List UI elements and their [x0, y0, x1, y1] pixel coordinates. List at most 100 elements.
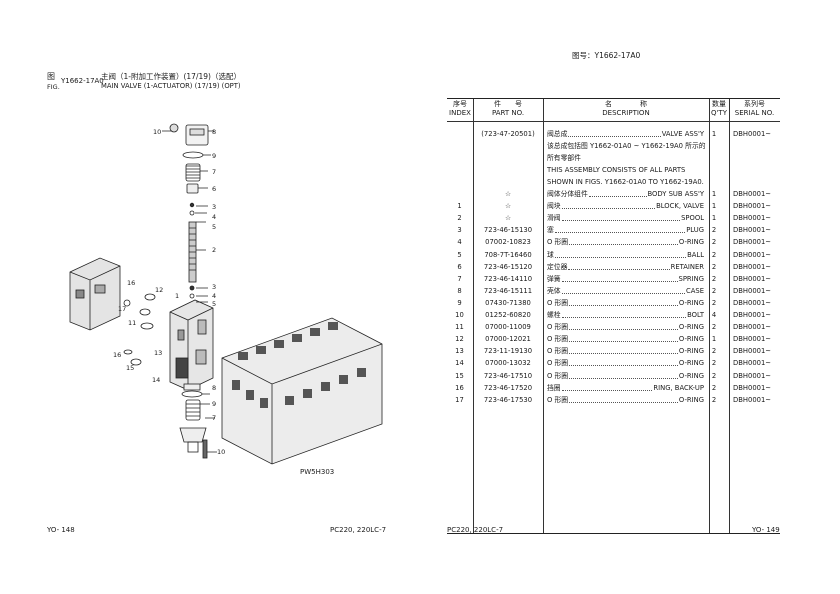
desc-en: RING, BACK-UP — [653, 383, 704, 392]
callout-2: 2 — [212, 246, 217, 254]
part-number: 723-46-17510 — [483, 371, 533, 380]
callout-6: 6 — [212, 185, 217, 193]
serial-number: DBH0001~ — [733, 274, 772, 283]
callout-8-bottom: 8 — [212, 384, 217, 392]
desc-en: BALL — [687, 250, 704, 259]
assembly-note-en-2: SHOWN IN FIGS. Y1662-01A0 TO Y1662-19A0. — [547, 178, 704, 186]
row-index: 4 — [457, 238, 462, 247]
callout-10-bottom: 10 — [217, 448, 226, 456]
quantity: 2 — [711, 238, 717, 247]
desc-en: O-RING — [678, 323, 704, 332]
part-number: ☆ — [504, 190, 512, 198]
part-number: 07430-71380 — [485, 298, 531, 307]
desc-en: O-RING — [678, 298, 704, 307]
parts-table: 序号 INDEX 件 号 PART NO. 名 称 DESCRIPTION 数量… — [447, 98, 780, 534]
row-index: 13 — [455, 347, 464, 356]
quantity: 2 — [711, 298, 717, 307]
desc-en: CASE — [685, 286, 704, 295]
row-index: 1 — [457, 202, 462, 211]
bolt-part — [169, 123, 179, 133]
desc-en: BOLT — [687, 311, 704, 319]
row-index: 2 — [457, 214, 462, 223]
desc-en: O-RING — [678, 371, 704, 380]
row-index: 3 — [457, 226, 462, 235]
quantity: 2 — [711, 250, 717, 259]
fig-label-en: FIG. — [47, 83, 60, 91]
spring-part — [186, 165, 200, 179]
footer-model-right: PC220, 220LC-7 — [447, 526, 504, 534]
desc-en: O-RING — [678, 335, 704, 344]
quantity: 1 — [711, 202, 717, 211]
row-index: 15 — [455, 371, 464, 380]
fig-label-cn: 图 — [47, 72, 55, 81]
callout-5-top: 5 — [212, 223, 217, 231]
part-number: 07002-10823 — [485, 238, 531, 247]
serial-number: DBH0001~ — [733, 226, 772, 235]
serial-number: DBH0001~ — [733, 395, 772, 404]
serial-number: DBH0001~ — [733, 335, 772, 344]
callout-3-top: 3 — [212, 203, 217, 211]
quantity: 2 — [711, 371, 717, 380]
row-index: 12 — [455, 335, 464, 344]
desc-en: O-RING — [678, 395, 704, 404]
main-valve-body — [221, 317, 383, 465]
serial-number: DBH0001~ — [733, 383, 772, 392]
callout-3-bottom: 3 — [212, 283, 217, 291]
callout-5-bottom: 5 — [212, 300, 217, 308]
desc-en: PLUG — [686, 226, 704, 235]
part-number: 723-46-17520 — [483, 383, 533, 392]
part-number: 07000-11009 — [485, 323, 531, 332]
serial-number: DBH0001~ — [733, 190, 772, 198]
desc-en: O-RING — [678, 359, 704, 368]
plug-part — [189, 210, 195, 216]
desc-en: SPRING — [678, 274, 705, 283]
desc-cn: 弹簧 — [547, 274, 561, 283]
desc-cn: O 形圈 — [547, 347, 569, 356]
desc-cn: 球 — [547, 250, 554, 259]
retainer-part — [186, 183, 199, 194]
callout-7-top: 7 — [212, 168, 217, 176]
part-number: ☆ — [504, 202, 512, 211]
assembly-note-cn-2: 所有零部件 — [547, 154, 581, 162]
quantity: 1 — [711, 190, 717, 198]
row-index: 11 — [455, 323, 464, 332]
footer-page-number-left: YO- 148 — [47, 526, 75, 534]
desc-en: BLOCK, VALVE — [656, 202, 704, 211]
callout-16-top: 16 — [127, 279, 136, 287]
callout-1: 1 — [175, 292, 180, 300]
callout-4-bottom: 4 — [212, 292, 217, 300]
quantity: 1 — [711, 214, 717, 223]
row-index: 9 — [457, 298, 462, 307]
quantity: 2 — [711, 347, 717, 356]
callout-14: 14 — [152, 376, 161, 384]
callout-15: 15 — [126, 364, 135, 372]
desc-cn: O 形圈 — [547, 238, 569, 247]
desc-en: O-RING — [678, 347, 704, 356]
desc-cn: 阀体分体组件 — [547, 190, 588, 198]
part-number: 01252-60820 — [485, 311, 531, 319]
serial-number: DBH0001~ — [733, 214, 772, 223]
quantity: 2 — [711, 323, 717, 332]
row-index: 14 — [455, 359, 464, 368]
callout-16-bottom: 16 — [113, 351, 122, 359]
row-index: 8 — [457, 286, 462, 295]
serial-number: DBH0001~ — [733, 371, 772, 380]
quantity: 1 — [711, 335, 717, 344]
callout-17: 17 — [118, 305, 127, 313]
